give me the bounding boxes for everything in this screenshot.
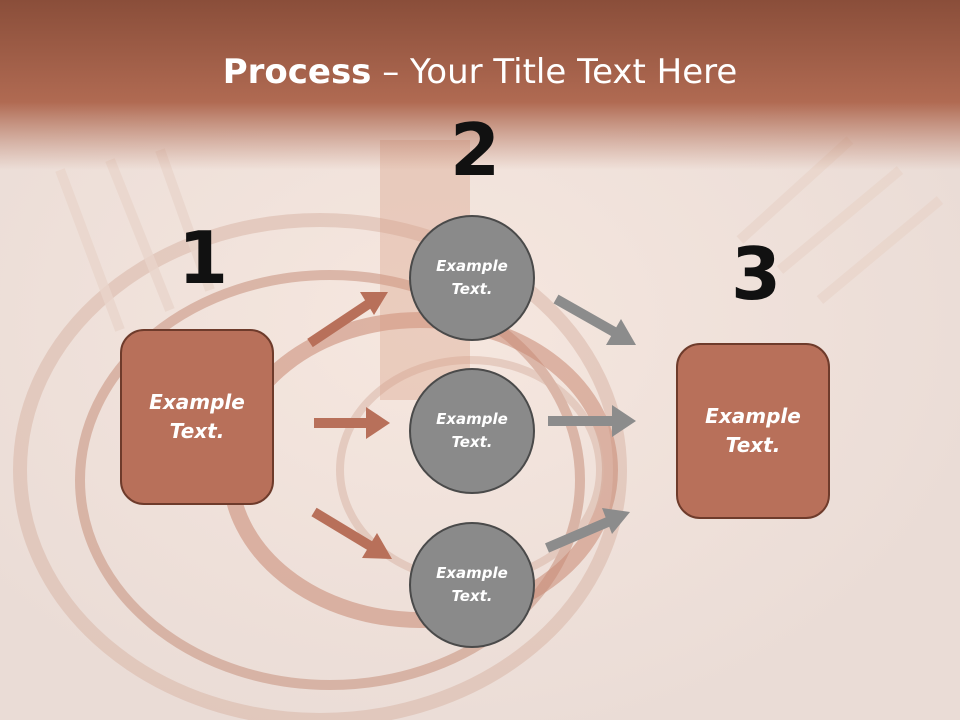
circle-middle-text: Example Text.	[436, 410, 508, 451]
step3-box-text: Example Text.	[705, 404, 801, 457]
step1-box-text: Example Text.	[149, 390, 245, 443]
arrow-middle-to-right	[548, 405, 636, 437]
slide-title: Process – Your Title Text Here	[0, 52, 960, 92]
title-rest: – Your Title Text Here	[371, 52, 738, 92]
step2-circle-bottom: Example Text.	[409, 522, 535, 648]
step3-box: Example Text.	[676, 343, 830, 519]
arrow-top-to-right	[553, 294, 636, 345]
arrow-bottom-to-right	[545, 508, 630, 553]
arrow-left-to-top	[307, 292, 388, 348]
circle-top-text: Example Text.	[436, 257, 508, 298]
step-number-2: 2	[450, 108, 501, 192]
step2-circle-top: Example Text.	[409, 215, 535, 341]
arrow-left-to-middle	[314, 407, 390, 439]
circle-bottom-text: Example Text.	[436, 564, 508, 605]
step-number-3: 3	[731, 232, 782, 316]
step2-circle-middle: Example Text.	[409, 368, 535, 494]
step-number-1: 1	[178, 216, 229, 300]
step1-box: Example Text.	[120, 329, 274, 505]
arrow-left-to-bottom	[311, 507, 392, 559]
title-bold: Process	[222, 52, 372, 92]
